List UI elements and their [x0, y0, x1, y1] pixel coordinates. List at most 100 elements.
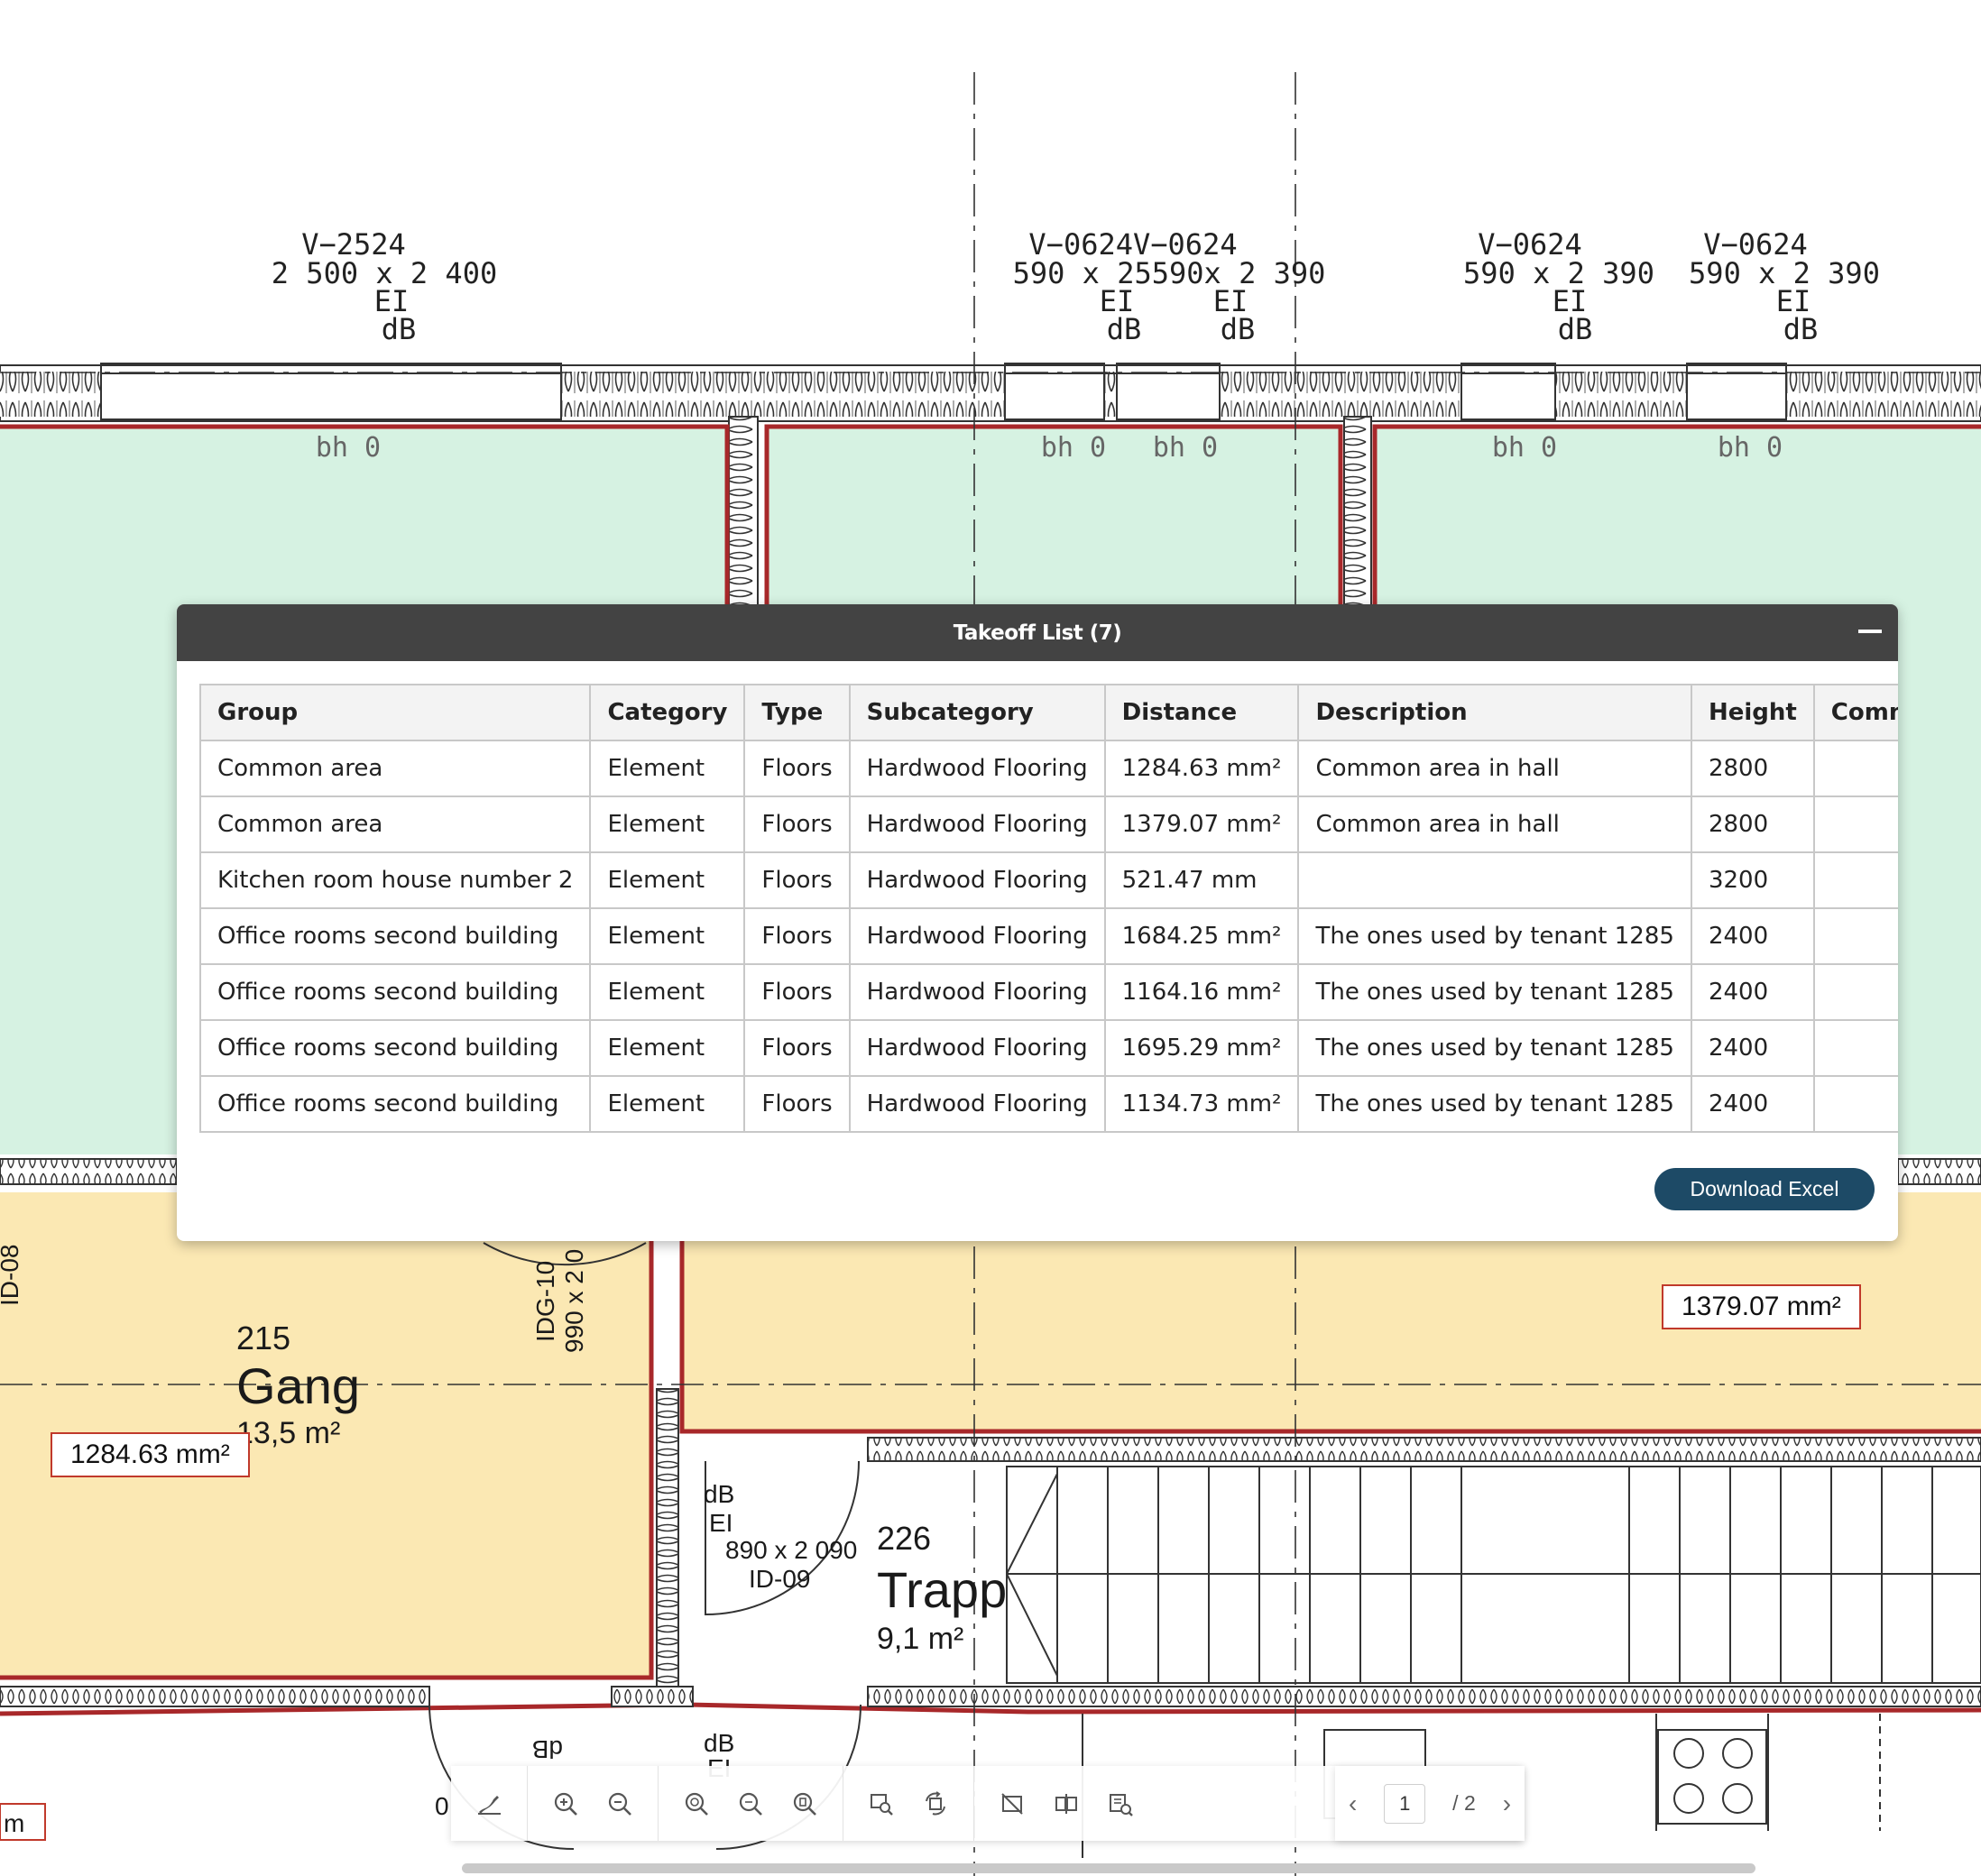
page-number-input[interactable]	[1384, 1783, 1426, 1824]
toolbar-group-draw	[451, 1766, 528, 1841]
zoom-in-icon[interactable]	[539, 1777, 593, 1831]
next-page-icon[interactable]: ›	[1502, 1789, 1512, 1817]
cell-group: Office rooms second building	[198, 963, 592, 1021]
zoom-fit-icon[interactable]	[778, 1777, 832, 1831]
insulation-top-3	[1104, 372, 1117, 417]
door-label-3: V−0624 590 x 2 390 EI dB	[1463, 227, 1654, 346]
cell-subcategory: Hardwood Flooring	[848, 795, 1106, 853]
column-header-comments[interactable]: Comments	[1812, 684, 1898, 741]
cell-category: Element	[589, 795, 746, 853]
insulation-top-4	[1220, 372, 1461, 417]
cell-description: Common area in hall	[1297, 795, 1692, 853]
cell-category: Element	[589, 963, 746, 1021]
table-row[interactable]: Office rooms second building Element Flo…	[198, 1019, 1898, 1077]
column-header-category[interactable]: Category	[589, 684, 746, 741]
sill-height-labels: bh 0 bh 0 bh 0 bh 0 bh 0	[316, 432, 1783, 464]
table-row[interactable]: Kitchen room house number 2 Element Floo…	[198, 851, 1898, 909]
takeoff-list-header[interactable]: Takeoff List (7)	[177, 604, 1898, 661]
svg-text:m: m	[4, 1809, 24, 1837]
minimize-icon[interactable]	[1858, 630, 1882, 633]
svg-text:ID-09: ID-09	[749, 1565, 810, 1593]
svg-text:bh 0: bh 0	[1718, 432, 1783, 464]
table-row[interactable]: Common area Element Floors Hardwood Floo…	[198, 740, 1898, 797]
cell-height: 2400	[1690, 1019, 1815, 1077]
svg-text:215: 215	[236, 1320, 290, 1356]
red-room-outlines	[0, 424, 1981, 1716]
m-label-box: m	[0, 1803, 46, 1841]
cell-comments[interactable]	[1812, 907, 1898, 965]
zoom-out-alt-icon[interactable]	[723, 1777, 778, 1831]
download-excel-button[interactable]: Download Excel	[1654, 1168, 1875, 1210]
svg-text:0: 0	[435, 1792, 449, 1820]
cell-comments[interactable]	[1812, 851, 1898, 909]
wall-vertical-2	[1343, 416, 1372, 607]
cell-type: Floors	[743, 851, 851, 909]
column-header-group[interactable]: Group	[198, 684, 592, 741]
wall-bottom-2	[611, 1686, 694, 1707]
select-zoom-icon[interactable]	[854, 1777, 908, 1831]
cell-comments[interactable]	[1812, 740, 1898, 797]
svg-text:EI: EI	[1100, 284, 1135, 318]
cell-category: Element	[589, 1019, 746, 1077]
column-header-distance[interactable]: Distance	[1103, 684, 1300, 741]
table-row[interactable]: Office rooms second building Element Flo…	[198, 907, 1898, 965]
rotate-icon[interactable]	[908, 1777, 963, 1831]
column-header-description[interactable]: Description	[1297, 684, 1692, 741]
zoom-in-alt-icon[interactable]	[669, 1777, 723, 1831]
page-total: / 2	[1452, 1791, 1476, 1815]
svg-text:dB: dB	[704, 1729, 734, 1757]
svg-text:dB: dB	[1783, 312, 1819, 346]
svg-text:Trapp: Trapp	[877, 1561, 1007, 1618]
cell-comments[interactable]	[1812, 1075, 1898, 1133]
table-row[interactable]: Office rooms second building Element Flo…	[198, 963, 1898, 1021]
svg-text:590 x 2 390: 590 x 2 390	[1689, 256, 1880, 290]
takeoff-list-title: Takeoff List (7)	[953, 621, 1122, 645]
table-header-row: Group Category Type Subcategory Distance…	[198, 684, 1898, 741]
column-header-height[interactable]: Height	[1690, 684, 1815, 741]
column-header-type[interactable]: Type	[743, 684, 851, 741]
compare-icon[interactable]	[1039, 1777, 1093, 1831]
table-row[interactable]: Common area Element Floors Hardwood Floo…	[198, 795, 1898, 853]
cell-description: The ones used by tenant 1285	[1297, 1075, 1692, 1133]
svg-text:890 x 2 090: 890 x 2 090	[725, 1536, 857, 1564]
cell-height: 2400	[1690, 1075, 1815, 1133]
wall-vertical-1	[728, 416, 759, 607]
svg-text:226: 226	[877, 1520, 931, 1557]
wall-bottom	[0, 1686, 430, 1707]
cell-comments[interactable]	[1812, 1019, 1898, 1077]
cell-comments[interactable]	[1812, 795, 1898, 853]
cell-category: Element	[589, 740, 746, 797]
cell-group: Office rooms second building	[198, 1019, 592, 1077]
cell-group: Common area	[198, 740, 592, 797]
cell-subcategory: Hardwood Flooring	[848, 1075, 1106, 1133]
svg-text:2 500 x 2 400: 2 500 x 2 400	[272, 256, 497, 290]
cell-distance: 1284.63 mm²	[1103, 740, 1300, 797]
measurement-label-right[interactable]: 1379.07 mm²	[1662, 1284, 1861, 1329]
zoom-out-icon[interactable]	[593, 1777, 647, 1831]
svg-text:dB: dB	[382, 312, 417, 346]
pen-icon[interactable]	[462, 1777, 516, 1831]
svg-text:dB: dB	[1107, 312, 1142, 346]
measure-list-icon[interactable]	[1093, 1777, 1147, 1831]
column-header-subcategory[interactable]: Subcategory	[848, 684, 1106, 741]
table-row[interactable]: Office rooms second building Element Flo…	[198, 1075, 1898, 1133]
door-label-1: V−2524 2 500 x 2 400 EI dB	[272, 227, 497, 346]
cell-description: The ones used by tenant 1285	[1297, 907, 1692, 965]
hide-markup-icon[interactable]	[985, 1777, 1039, 1831]
measurement-label-gang[interactable]: 1284.63 mm²	[51, 1432, 250, 1477]
cell-distance: 1134.73 mm²	[1103, 1075, 1300, 1133]
cell-category: Element	[589, 1075, 746, 1133]
svg-text:bh 0: bh 0	[1041, 432, 1106, 464]
toolbar-group-transform	[843, 1766, 974, 1841]
previous-page-icon[interactable]: ‹	[1348, 1789, 1358, 1817]
cell-type: Floors	[743, 1075, 851, 1133]
cell-height: 2800	[1690, 795, 1815, 853]
cell-description: The ones used by tenant 1285	[1297, 963, 1692, 1021]
cell-comments[interactable]	[1812, 963, 1898, 1021]
svg-text:ID-08: ID-08	[0, 1245, 23, 1306]
room-gang-label: 215 Gang 13,5 m²	[236, 1320, 360, 1450]
horizontal-scrollbar[interactable]	[462, 1863, 1755, 1873]
wall-bottom-3	[867, 1686, 1981, 1707]
cell-group: Kitchen room house number 2	[198, 851, 592, 909]
